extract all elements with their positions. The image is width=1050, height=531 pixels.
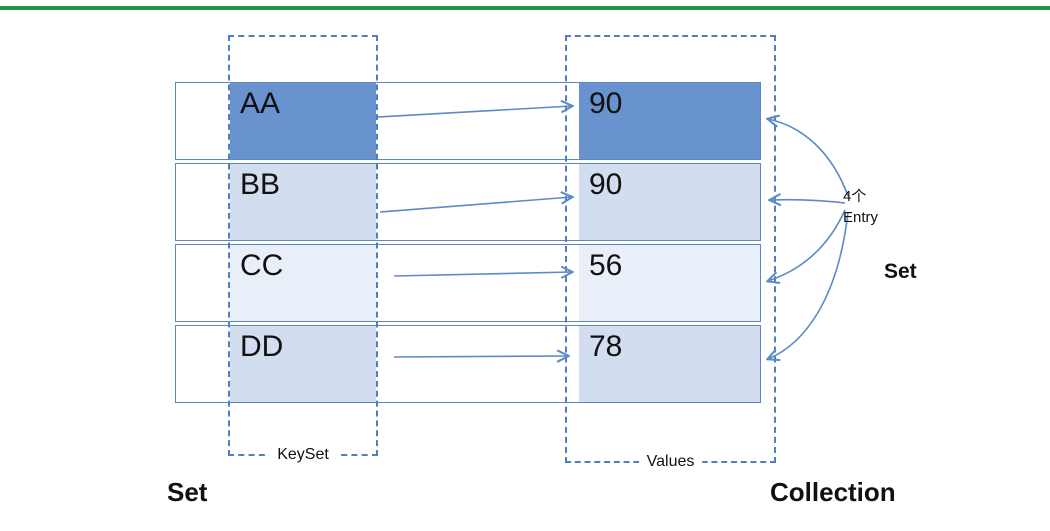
table-row: CC 56 [175, 244, 761, 322]
key-cell: AA [230, 83, 376, 159]
keyset-label: KeySet [269, 446, 337, 464]
key-label: DD [240, 330, 284, 363]
value-label: 56 [589, 249, 623, 282]
value-cell: 90 [579, 164, 760, 240]
set-right-label: Set [884, 260, 917, 283]
entry-count-word: Entry [843, 209, 879, 226]
key-label: AA [240, 87, 281, 120]
table-row: BB 90 [175, 163, 761, 241]
value-cell: 78 [579, 326, 760, 402]
set-bottom-label: Set [167, 477, 208, 507]
value-label: 78 [589, 330, 623, 363]
top-accent-bar [0, 6, 1050, 10]
value-cell: 56 [579, 245, 760, 321]
entry-count-label: 4个 Entry [843, 186, 878, 228]
entry-arrows [768, 119, 849, 359]
value-cell: 90 [579, 83, 760, 159]
key-cell: CC [230, 245, 376, 321]
entry-arrow-2 [770, 200, 846, 203]
table-row: AA 90 [175, 82, 761, 160]
entry-arrow-1 [768, 119, 849, 197]
map-table: AA 90 BB 90 CC 56 DD [175, 82, 761, 403]
key-label: BB [240, 168, 281, 201]
entry-arrow-4 [768, 211, 849, 359]
table-row: DD 78 [175, 325, 761, 403]
entry-count-number: 4个 [843, 188, 867, 205]
values-region: Values [565, 35, 776, 471]
keyset-region: KeySet [228, 35, 378, 464]
values-label: Values [638, 453, 703, 471]
value-label: 90 [589, 168, 623, 201]
value-label: 90 [589, 87, 623, 120]
key-cell: BB [230, 164, 376, 240]
key-cell: DD [230, 326, 376, 402]
key-label: CC [240, 249, 284, 282]
collection-label: Collection [770, 477, 896, 507]
entry-arrow-3 [768, 209, 846, 281]
